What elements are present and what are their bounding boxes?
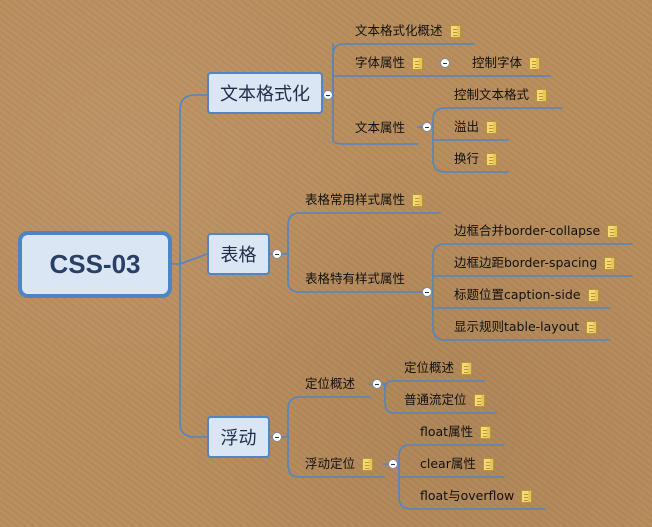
note-icon[interactable] xyxy=(412,193,424,207)
topic-label: 表格 xyxy=(220,245,257,266)
subtopic-font-properties[interactable]: 字体属性 xyxy=(355,52,424,74)
note-icon[interactable] xyxy=(607,224,619,238)
collapse-toggle-icon[interactable] xyxy=(422,287,432,297)
subtopic-caption-side[interactable]: 标题位置caption-side xyxy=(454,284,599,306)
note-icon[interactable] xyxy=(362,457,374,471)
collapse-toggle-icon[interactable] xyxy=(323,90,333,100)
subtopic-table-layout[interactable]: 显示规则table-layout xyxy=(454,316,598,338)
subtopic-float-property[interactable]: float属性 xyxy=(420,421,492,443)
note-icon[interactable] xyxy=(412,56,424,70)
note-icon[interactable] xyxy=(486,120,498,134)
topic-table[interactable]: 表格 xyxy=(207,233,270,275)
note-icon[interactable] xyxy=(482,457,494,471)
topic-label: 浮动 xyxy=(220,428,257,449)
root-topic-label: CSS-03 xyxy=(49,249,141,279)
note-icon[interactable] xyxy=(461,361,473,375)
note-icon[interactable] xyxy=(604,256,616,270)
note-icon[interactable] xyxy=(586,320,598,334)
subtopic-float-overflow[interactable]: float与overflow xyxy=(420,485,533,507)
collapse-toggle-icon[interactable] xyxy=(422,122,432,132)
note-icon[interactable] xyxy=(486,152,498,166)
topic-text-formatting[interactable]: 文本格式化 xyxy=(207,72,323,114)
subtopic-positioning-overview-detail[interactable]: 定位概述 xyxy=(404,357,473,379)
collapse-toggle-icon[interactable] xyxy=(440,58,450,68)
topic-label: 文本格式化 xyxy=(220,84,310,105)
collapse-toggle-icon[interactable] xyxy=(372,379,382,389)
note-icon[interactable] xyxy=(473,393,485,407)
collapse-toggle-icon[interactable] xyxy=(388,459,398,469)
subtopic-control-text-format[interactable]: 控制文本格式 xyxy=(454,84,548,106)
subtopic-float-positioning[interactable]: 浮动定位 xyxy=(305,453,374,475)
subtopic-border-collapse[interactable]: 边框合并border-collapse xyxy=(454,220,619,242)
collapse-toggle-icon[interactable] xyxy=(272,432,282,442)
subtopic-text-properties[interactable]: 文本属性 xyxy=(355,120,406,135)
subtopic-normal-flow[interactable]: 普通流定位 xyxy=(404,389,485,411)
note-icon[interactable] xyxy=(449,24,461,38)
subtopic-table-common-styles[interactable]: 表格常用样式属性 xyxy=(305,189,424,211)
root-topic[interactable]: CSS-03 xyxy=(18,231,172,298)
subtopic-border-spacing[interactable]: 边框边距border-spacing xyxy=(454,252,616,274)
subtopic-table-specific-styles[interactable]: 表格特有样式属性 xyxy=(305,271,406,286)
note-icon[interactable] xyxy=(587,288,599,302)
subtopic-wrap[interactable]: 换行 xyxy=(454,148,498,170)
collapse-toggle-icon[interactable] xyxy=(272,249,282,259)
subtopic-clear-property[interactable]: clear属性 xyxy=(420,453,494,475)
note-icon[interactable] xyxy=(536,88,548,102)
subtopic-text-format-overview[interactable]: 文本格式化概述 xyxy=(355,20,461,42)
subtopic-positioning-overview[interactable]: 定位概述 xyxy=(305,376,356,391)
note-icon[interactable] xyxy=(521,489,533,503)
subtopic-control-font[interactable]: 控制字体 xyxy=(472,52,541,74)
subtopic-overflow[interactable]: 溢出 xyxy=(454,116,498,138)
note-icon[interactable] xyxy=(529,56,541,70)
note-icon[interactable] xyxy=(480,425,492,439)
topic-float[interactable]: 浮动 xyxy=(207,416,270,458)
